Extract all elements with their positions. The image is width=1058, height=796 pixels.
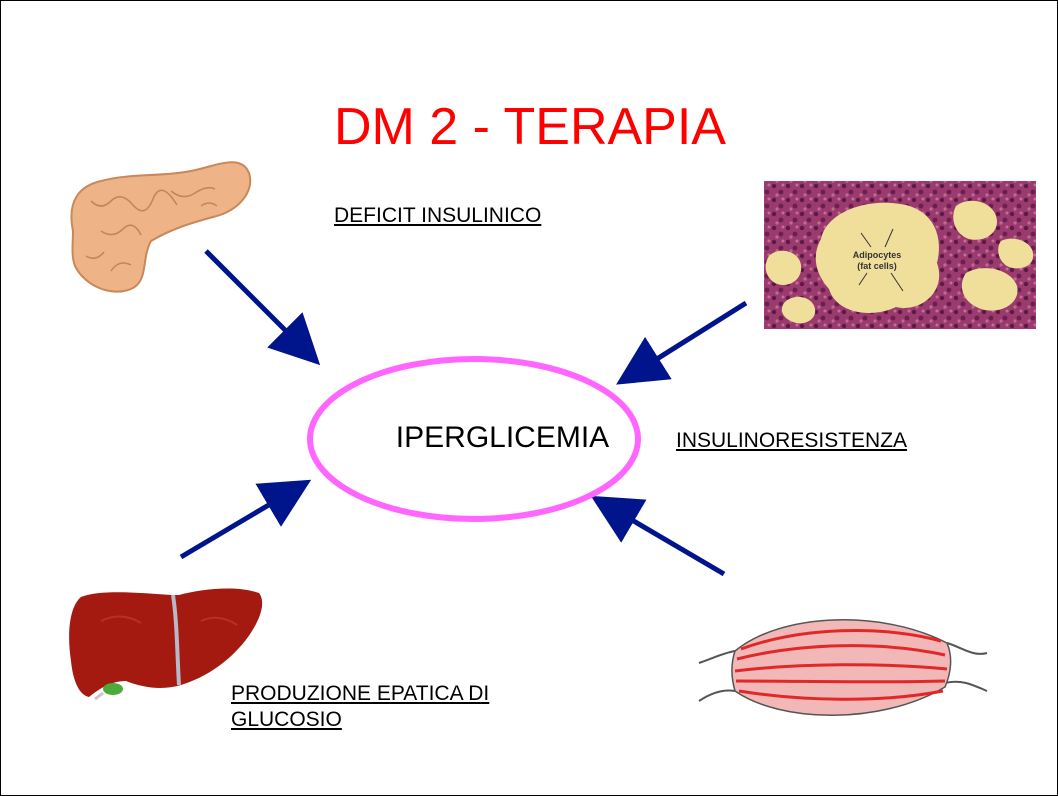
arrow-liver-to-center — [181, 490, 294, 557]
pancreas-image — [71, 162, 250, 291]
adipocytes-annotation-line1: Adipocytes — [853, 250, 902, 260]
label-insulinoresistenza: INSULINORESISTENZA — [676, 428, 907, 454]
label-produzione-epatica-line2: GLUCOSIO — [231, 707, 489, 733]
adipose-tissue-micrograph: Adipocytes (fat cells) — [764, 181, 1036, 329]
slide-title: DM 2 - TERAPIA — [1, 101, 1058, 153]
adipocytes-annotation-line2: (fat cells) — [857, 261, 897, 271]
arrow-adipose-to-center — [633, 303, 746, 374]
arrow-muscle-to-center — [608, 506, 724, 574]
label-produzione-epatica-line1: PRODUZIONE EPATICA DI — [231, 681, 489, 707]
muscle-image — [699, 620, 987, 715]
label-produzione-epatica: PRODUZIONE EPATICA DI GLUCOSIO — [231, 681, 489, 733]
label-deficit-insulinico: DEFICIT INSULINICO — [334, 203, 541, 229]
arrow-pancreas-to-center — [206, 251, 306, 351]
